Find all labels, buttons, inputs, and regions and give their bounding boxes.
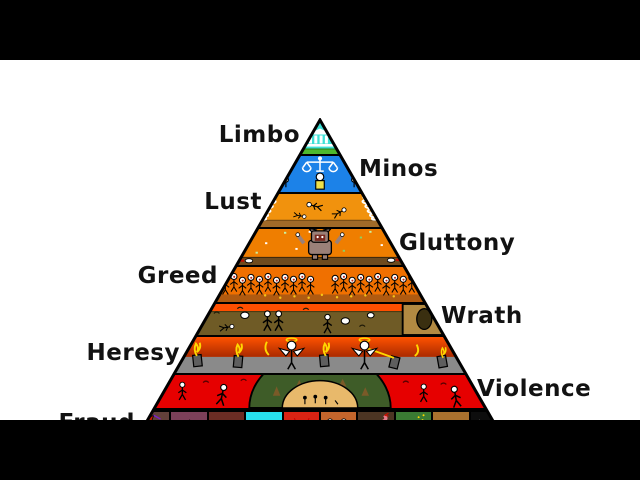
lust-ground	[123, 220, 517, 227]
label-heresy: Heresy	[86, 340, 180, 366]
hoarder-crowd	[221, 272, 417, 296]
letterbox-bottom	[0, 420, 640, 480]
violence-art	[177, 375, 463, 408]
cerberus-icon	[295, 229, 345, 260]
temple-icon	[306, 128, 334, 147]
label-wrath: Wrath	[441, 303, 523, 329]
minos-figure	[315, 172, 325, 190]
tornado-icon	[361, 194, 388, 221]
diagram-canvas: Limbo Minos Lust Gluttony Greed Wrath He…	[0, 60, 640, 480]
greed-ground	[123, 294, 517, 302]
layer-minos	[112, 154, 528, 192]
label-minos: Minos	[359, 156, 439, 182]
blown-souls	[292, 200, 349, 221]
label-lust: Lust	[204, 189, 262, 215]
scales-icon	[301, 156, 339, 173]
label-limbo: Limbo	[218, 122, 300, 148]
fighting-souls	[218, 310, 333, 334]
label-greed: Greed	[137, 263, 218, 289]
label-gluttony: Gluttony	[399, 230, 516, 256]
minos-art	[282, 156, 358, 190]
layer-violence	[112, 373, 528, 408]
letterbox-top	[0, 0, 640, 60]
sullen-heads	[240, 311, 375, 325]
label-violence: Violence	[477, 376, 592, 402]
